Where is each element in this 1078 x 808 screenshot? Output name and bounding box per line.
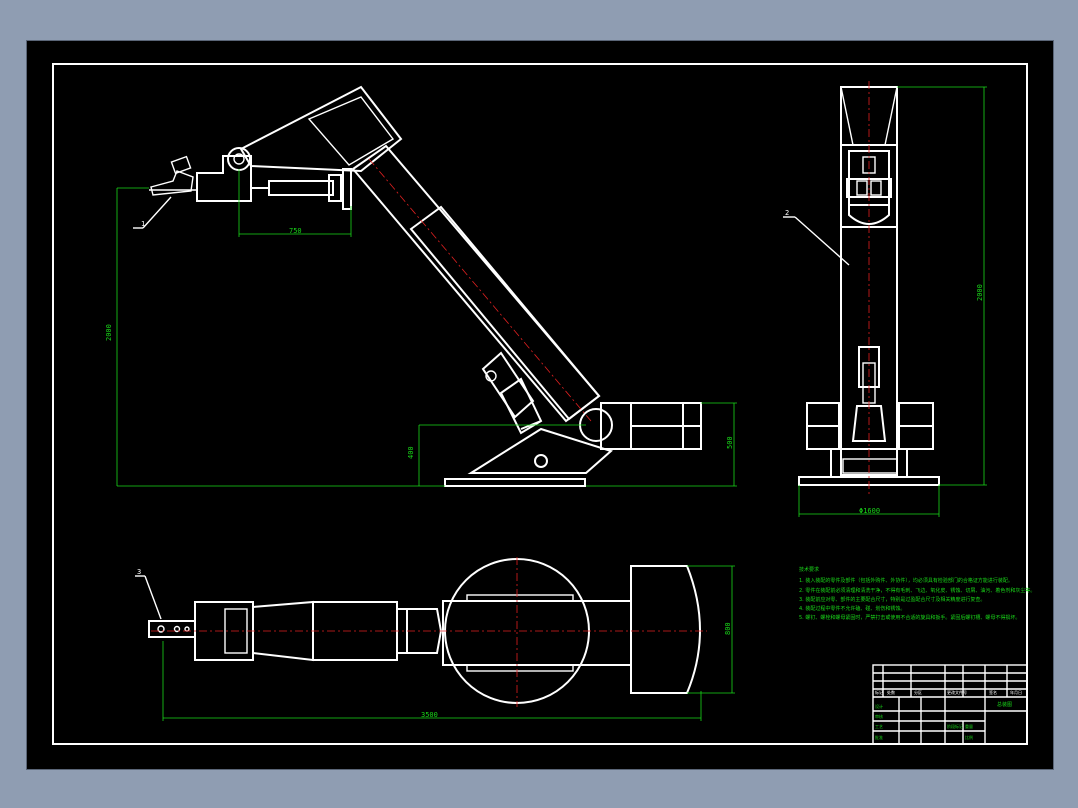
note-4: 4. 装配过程中零件不允许磕、碰、划伤和锈蚀。 <box>799 605 905 612</box>
side-upper-link <box>239 85 403 173</box>
technical-notes: 技术要求 1. 装入装配的零件及部件（包括外购件、外协件），均必须具有检验部门的… <box>799 566 1035 621</box>
tb-scale: 比例 <box>965 734 973 740</box>
dim-front-base: Φ1600 <box>859 507 880 515</box>
tb-stage: 阶段标记 <box>947 723 963 729</box>
dim-plan-width: 800 <box>724 622 732 635</box>
note-5: 5. 螺钉、螺栓和螺母紧固时，严禁打击或使用不合适的旋具和扳手。紧固后螺钉槽、螺… <box>799 614 1020 621</box>
tb-header-zone: 分区 <box>914 689 922 695</box>
cad-drawing-canvas[interactable]: 750 2000 400 500 1 <box>26 40 1054 770</box>
front-view[interactable]: 2000 Φ1600 2 <box>783 81 987 517</box>
tb-header-count: 处数 <box>887 689 895 695</box>
tb-header-doc: 更改文件号 <box>947 689 967 695</box>
side-base-plate <box>444 478 586 487</box>
side-wrist-block <box>196 155 252 202</box>
note-2: 2. 零件在装配前必须清理和清洗干净，不得有毛刺、飞边、氧化皮、锈蚀、切屑、油污… <box>799 587 1035 594</box>
plan-rear-counterweight <box>630 565 701 694</box>
tb-header-mark: 标记 <box>875 689 883 695</box>
notes-title: 技术要求 <box>799 566 819 573</box>
dim-side-base: 400 <box>407 446 415 459</box>
plan-gripper <box>148 620 196 638</box>
dim-side-top: 750 <box>289 227 302 235</box>
side-main-arm <box>351 144 601 423</box>
dim-plan-length: 3500 <box>421 711 438 719</box>
dim-side-height: 2000 <box>105 324 113 341</box>
tb-drawing-name: 总装图 <box>997 701 1012 708</box>
tb-weight: 重量 <box>965 723 973 729</box>
tb-row-review: 审核 <box>875 713 883 719</box>
drawing-border <box>52 63 1028 745</box>
side-gripper <box>149 155 197 196</box>
plan-main-arm <box>442 600 632 666</box>
tb-row-design: 设计 <box>875 703 883 709</box>
side-forearm-cylinder <box>268 180 334 196</box>
title-block[interactable]: 标记 处数 分区 更改文件号 签名 年月日 设计 审核 工艺 批准 阶段标记 重… <box>872 664 1028 745</box>
side-view[interactable]: 750 2000 400 500 1 <box>105 85 737 487</box>
tb-row-process: 工艺 <box>875 724 883 729</box>
side-base-bracket <box>467 427 613 474</box>
drawing-svg: 750 2000 400 500 1 <box>52 63 1035 745</box>
tb-header-date: 年月日 <box>1010 689 1022 695</box>
tb-header-sign: 签名 <box>989 689 997 695</box>
part-label-2: 2 <box>785 209 789 217</box>
dim-side-right: 500 <box>726 436 734 449</box>
part-label-3: 3 <box>137 568 141 576</box>
tb-row-approve: 批准 <box>875 734 883 740</box>
note-1: 1. 装入装配的零件及部件（包括外购件、外协件），均必须具有检验部门的合格证方能… <box>799 577 1013 584</box>
plan-view[interactable]: 3500 800 3 <box>135 557 735 721</box>
note-3: 3. 装配前应对零、部件的主要配合尺寸，特别是过盈配合尺寸及相关精度进行复查。 <box>799 596 985 603</box>
dim-front-height: 2000 <box>976 284 984 301</box>
part-label-1: 1 <box>141 220 145 228</box>
